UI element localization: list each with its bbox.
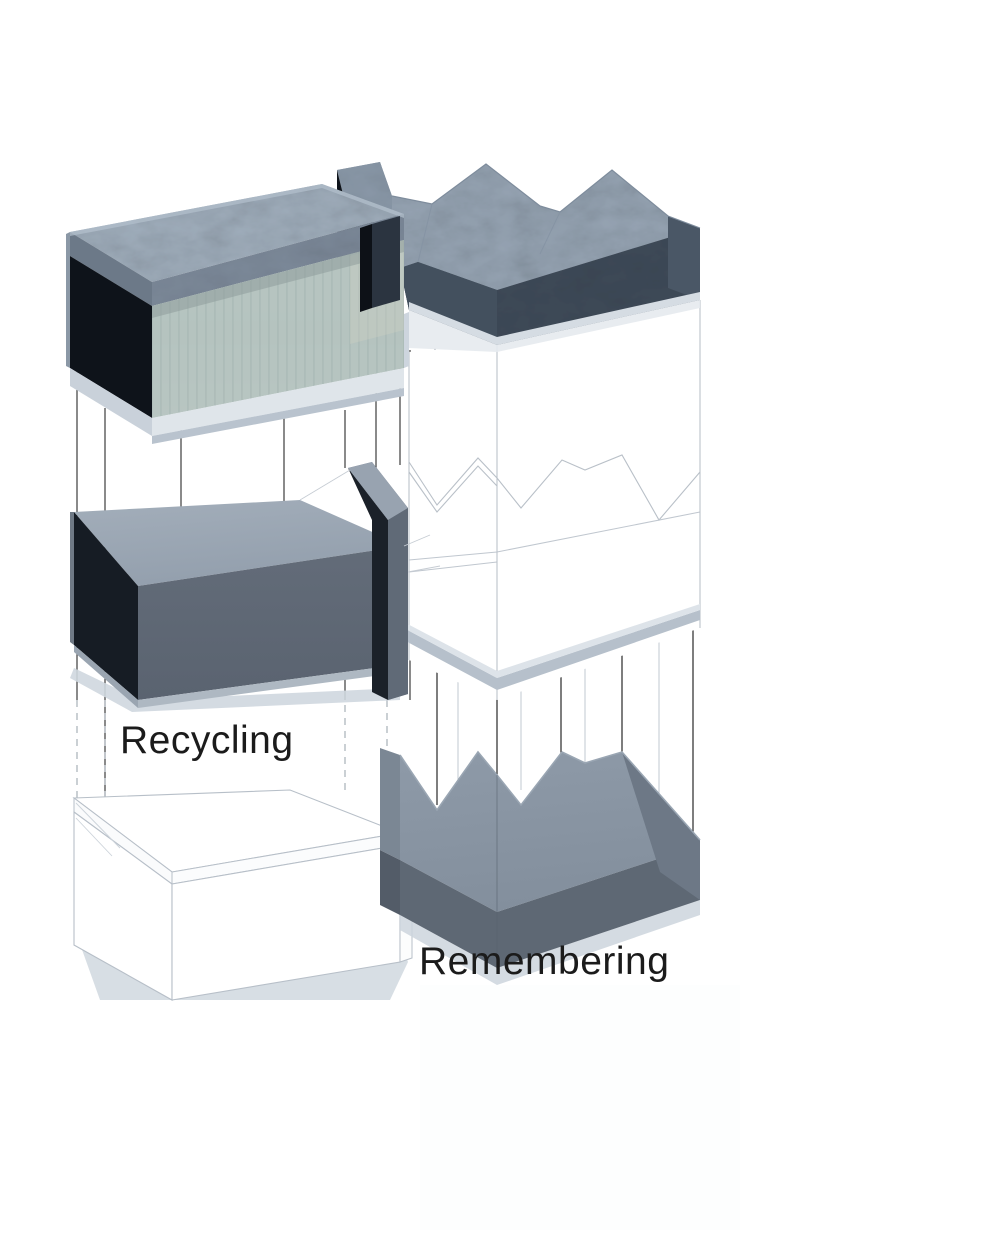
sawtooth-left-return	[380, 748, 400, 860]
ghost-hatch	[75, 802, 121, 857]
sawtooth-light-face	[400, 752, 700, 912]
glazing-mullions	[152, 240, 404, 418]
fin-wall-right	[388, 508, 408, 700]
roof-top-surface	[70, 184, 404, 282]
glazed-floor-shadow	[152, 388, 404, 444]
slab-top	[74, 500, 404, 586]
cornice-band	[400, 610, 700, 690]
ghost-right-body	[409, 300, 700, 700]
sawtooth-roof-outline	[391, 163, 701, 229]
mid-right-cornice	[400, 604, 700, 690]
fin-wall-top	[348, 462, 408, 520]
glazing-head-shadow	[152, 240, 404, 318]
volume-lower-right-sawtooth	[380, 748, 701, 985]
slab-side-sliver	[70, 512, 74, 645]
sawtooth-dark-band-front	[400, 845, 700, 968]
sawtooth-ground-shadow	[400, 900, 700, 985]
slab-guidelines	[299, 469, 441, 573]
volume-top-right-sawtooth-roof	[337, 162, 701, 352]
slab-bottom-edge	[138, 664, 404, 708]
label-recycling: Recycling	[120, 719, 294, 762]
sawtooth-roof-end-face	[668, 216, 700, 300]
sawtooth-roof-creases	[417, 203, 561, 263]
cornice-band-top	[400, 604, 700, 678]
volume-middle-left-slab	[70, 462, 441, 712]
glazed-left-sliver	[66, 232, 70, 368]
ghost-sawtooth-creases	[408, 454, 701, 521]
volume-mid-right-ghost-sawtooth	[408, 300, 701, 700]
roof-fascia-front	[152, 214, 404, 306]
volume-top-left-glazed	[66, 184, 404, 444]
glazed-floor-edge-left	[70, 368, 152, 436]
sawtooth-dark-band-left	[380, 850, 400, 915]
volume-lower-left-ghost	[72, 789, 413, 1001]
sawtooth-roof-soffit	[409, 292, 700, 345]
ghost-corner-edges	[408, 300, 701, 700]
slab-front	[138, 546, 404, 700]
sawtooth-roof-fascia-left	[400, 262, 497, 345]
sawtooth-top-highlight	[399, 750, 701, 841]
label-remembering: Remembering	[419, 940, 670, 983]
sawtooth-roof-soffit2	[409, 300, 700, 352]
slab-bottom-edge-left	[74, 645, 138, 708]
glazed-floor-edge	[152, 368, 404, 436]
slab-side-left-shadow	[74, 512, 138, 700]
roof-fascia-left	[70, 232, 152, 306]
glazed-right-pier-shadow	[360, 224, 372, 312]
glazed-right-pier	[372, 216, 400, 308]
connector-strip	[404, 312, 409, 368]
sawtooth-right-end-face	[622, 752, 700, 900]
fin-wall-shadow	[348, 468, 388, 700]
glazed-left-shadow	[70, 232, 152, 418]
